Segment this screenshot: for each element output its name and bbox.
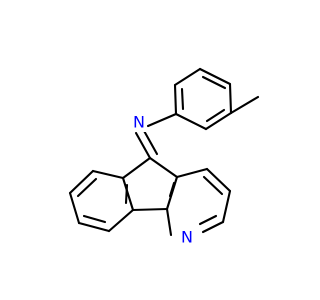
bond	[131, 207, 169, 212]
bond	[91, 169, 125, 180]
bond	[168, 181, 176, 198]
bond	[107, 208, 135, 233]
imine-double-bond	[134, 131, 152, 160]
n-aryl-bond	[146, 112, 178, 128]
bond	[205, 167, 232, 193]
bond	[201, 75, 227, 90]
pyridine-ring	[165, 167, 232, 237]
bond	[173, 83, 178, 116]
pyridine-nitrogen-atom: N	[179, 227, 196, 247]
bond	[221, 189, 232, 224]
bond	[124, 183, 129, 205]
bond	[121, 156, 152, 180]
bond	[165, 207, 173, 237]
atom-label-background	[130, 112, 147, 132]
bond	[77, 221, 111, 233]
bond	[205, 108, 226, 123]
bond	[198, 214, 218, 226]
bond	[228, 82, 233, 115]
bond	[175, 167, 209, 179]
bond	[76, 177, 98, 198]
benzo-ring	[68, 169, 135, 233]
bond	[198, 67, 232, 86]
tolyl-ring	[173, 67, 233, 131]
imine-nitrogen-label: N	[133, 113, 145, 132]
bond	[180, 87, 185, 111]
bond	[201, 220, 225, 234]
structure-diagram: N N	[0, 0, 300, 300]
bond	[68, 191, 81, 225]
bond	[173, 67, 202, 87]
pyridine-nitrogen-label: N	[181, 228, 193, 247]
atom-label-background	[179, 227, 196, 247]
bond	[202, 175, 224, 196]
bond	[148, 156, 179, 179]
bond	[68, 169, 95, 195]
bond	[174, 112, 208, 131]
bond	[204, 111, 233, 131]
imine-double-bond	[141, 127, 159, 156]
canvas-background	[0, 0, 300, 300]
imine-nitrogen-atom: N	[130, 112, 147, 132]
methyl-bond	[229, 95, 260, 115]
bond	[121, 176, 135, 212]
bond	[82, 214, 107, 224]
